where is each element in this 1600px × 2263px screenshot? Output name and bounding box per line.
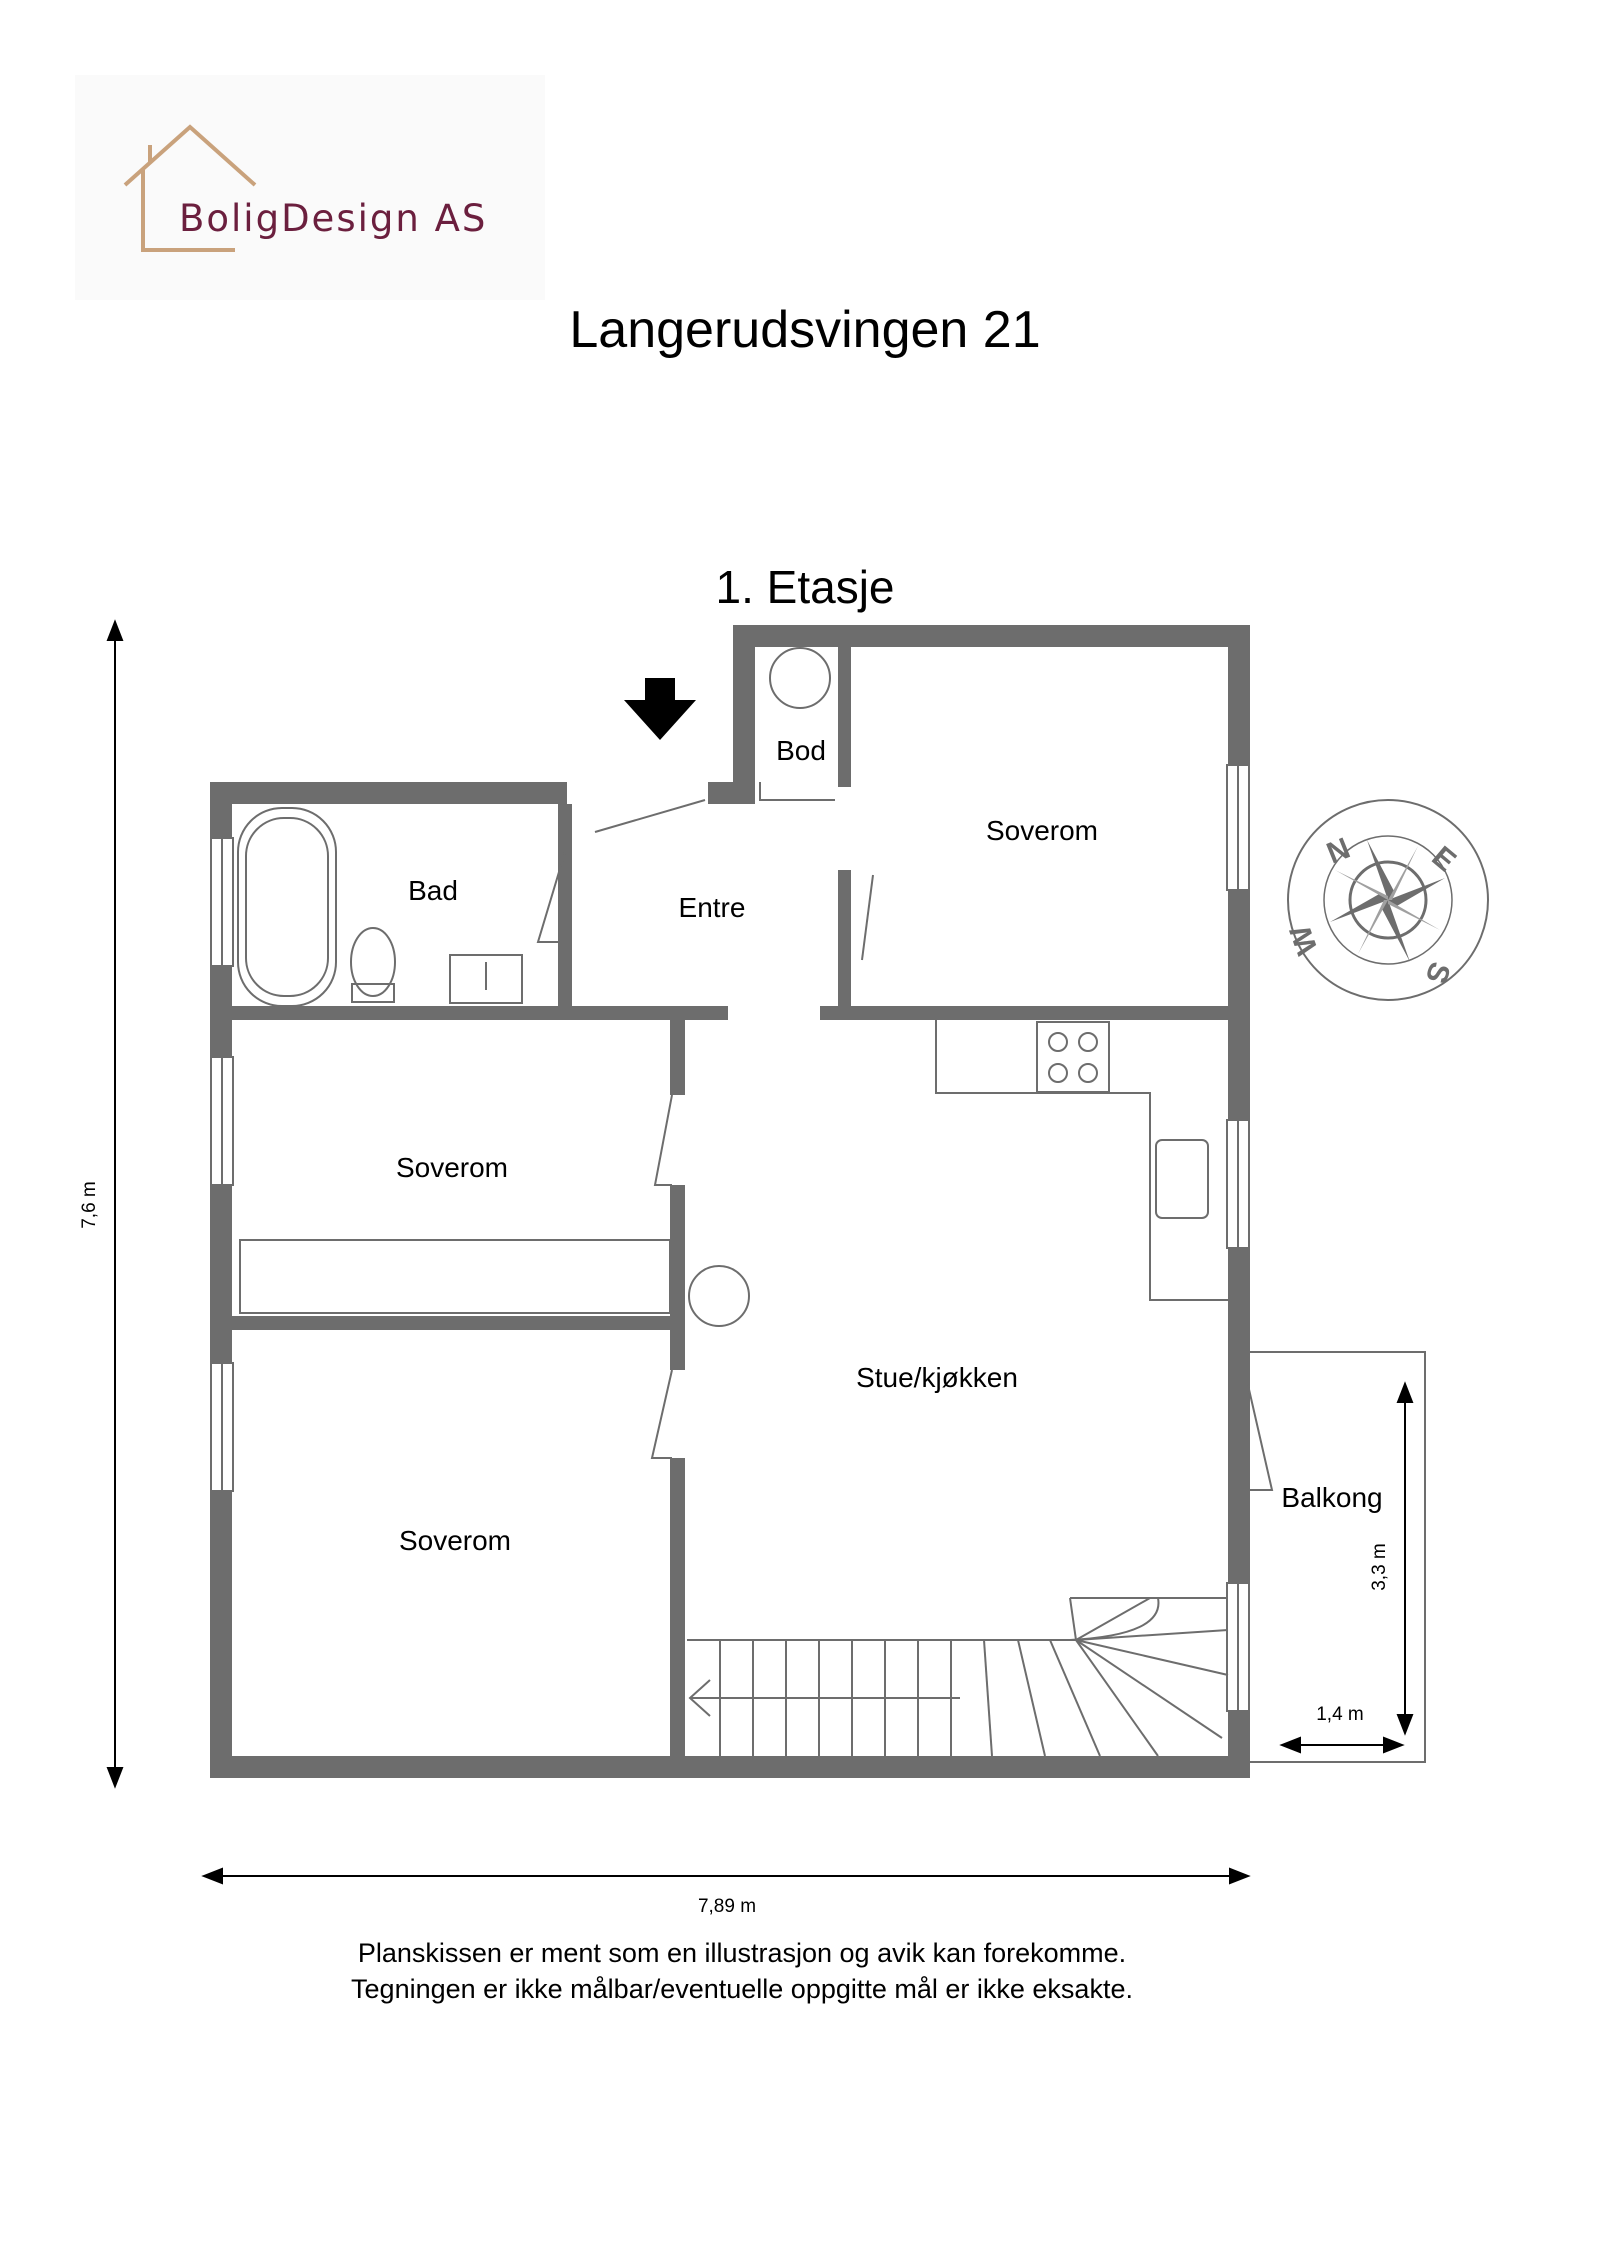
dimension-balcony-width-label: 1,4 m [1316,1704,1364,1725]
windows [210,764,1250,1712]
interior-walls [232,647,1232,1768]
bathtub [237,807,337,1007]
compass-icon: N E S W [1284,799,1489,1001]
disclaimer-line-2: Tegningen er ikke målbar/eventuelle oppg… [351,1974,1133,2004]
dimension-width-label: 7,89 m [698,1896,756,1917]
floor-title: 1. Etasje [715,561,895,613]
dining-table [688,1265,750,1327]
water-heater [769,647,831,709]
room-label-soverom-2: Soverom [396,1152,508,1183]
room-label-bad: Bad [408,875,458,906]
kitchen-sink [1155,1139,1209,1219]
disclaimer-line-1: Planskissen er ment som en illustrasjon … [357,1938,1127,1968]
outer-walls [210,625,1250,1778]
kitchen-counter [935,1020,1228,1301]
dimension-lines [106,619,1414,1885]
disclaimer: Planskissen er ment som en illustrasjon … [0,1935,1484,2007]
balcony-outline [1250,1351,1426,1763]
wardrobe [239,1239,671,1314]
sink [449,954,523,1004]
door-swings [536,782,1274,1491]
room-label-stue-kjokken: Stue/kjøkken [856,1362,1018,1393]
room-label-soverom-3: Soverom [399,1525,511,1556]
stove [1036,1021,1110,1093]
room-label-bod: Bod [776,735,826,766]
entrance-arrow-icon [624,678,696,740]
page-title: Langerudsvingen 21 [569,301,1041,359]
dimension-balcony-depth-label: 3,3 m [1369,1543,1390,1591]
room-label-entre: Entre [679,892,746,923]
room-label-balkong: Balkong [1281,1482,1382,1513]
logo-company-name: BoligDesign AS [179,197,488,240]
door-openings [583,780,820,1022]
bathroom-fixtures [237,807,523,1007]
room-label-soverom-1: Soverom [986,815,1098,846]
company-logo: BoligDesign AS [75,75,545,300]
toilet [350,927,396,997]
dimension-height-label: 7,6 m [79,1181,100,1229]
house-outline-icon [123,124,257,252]
staircase [687,1597,1229,1757]
